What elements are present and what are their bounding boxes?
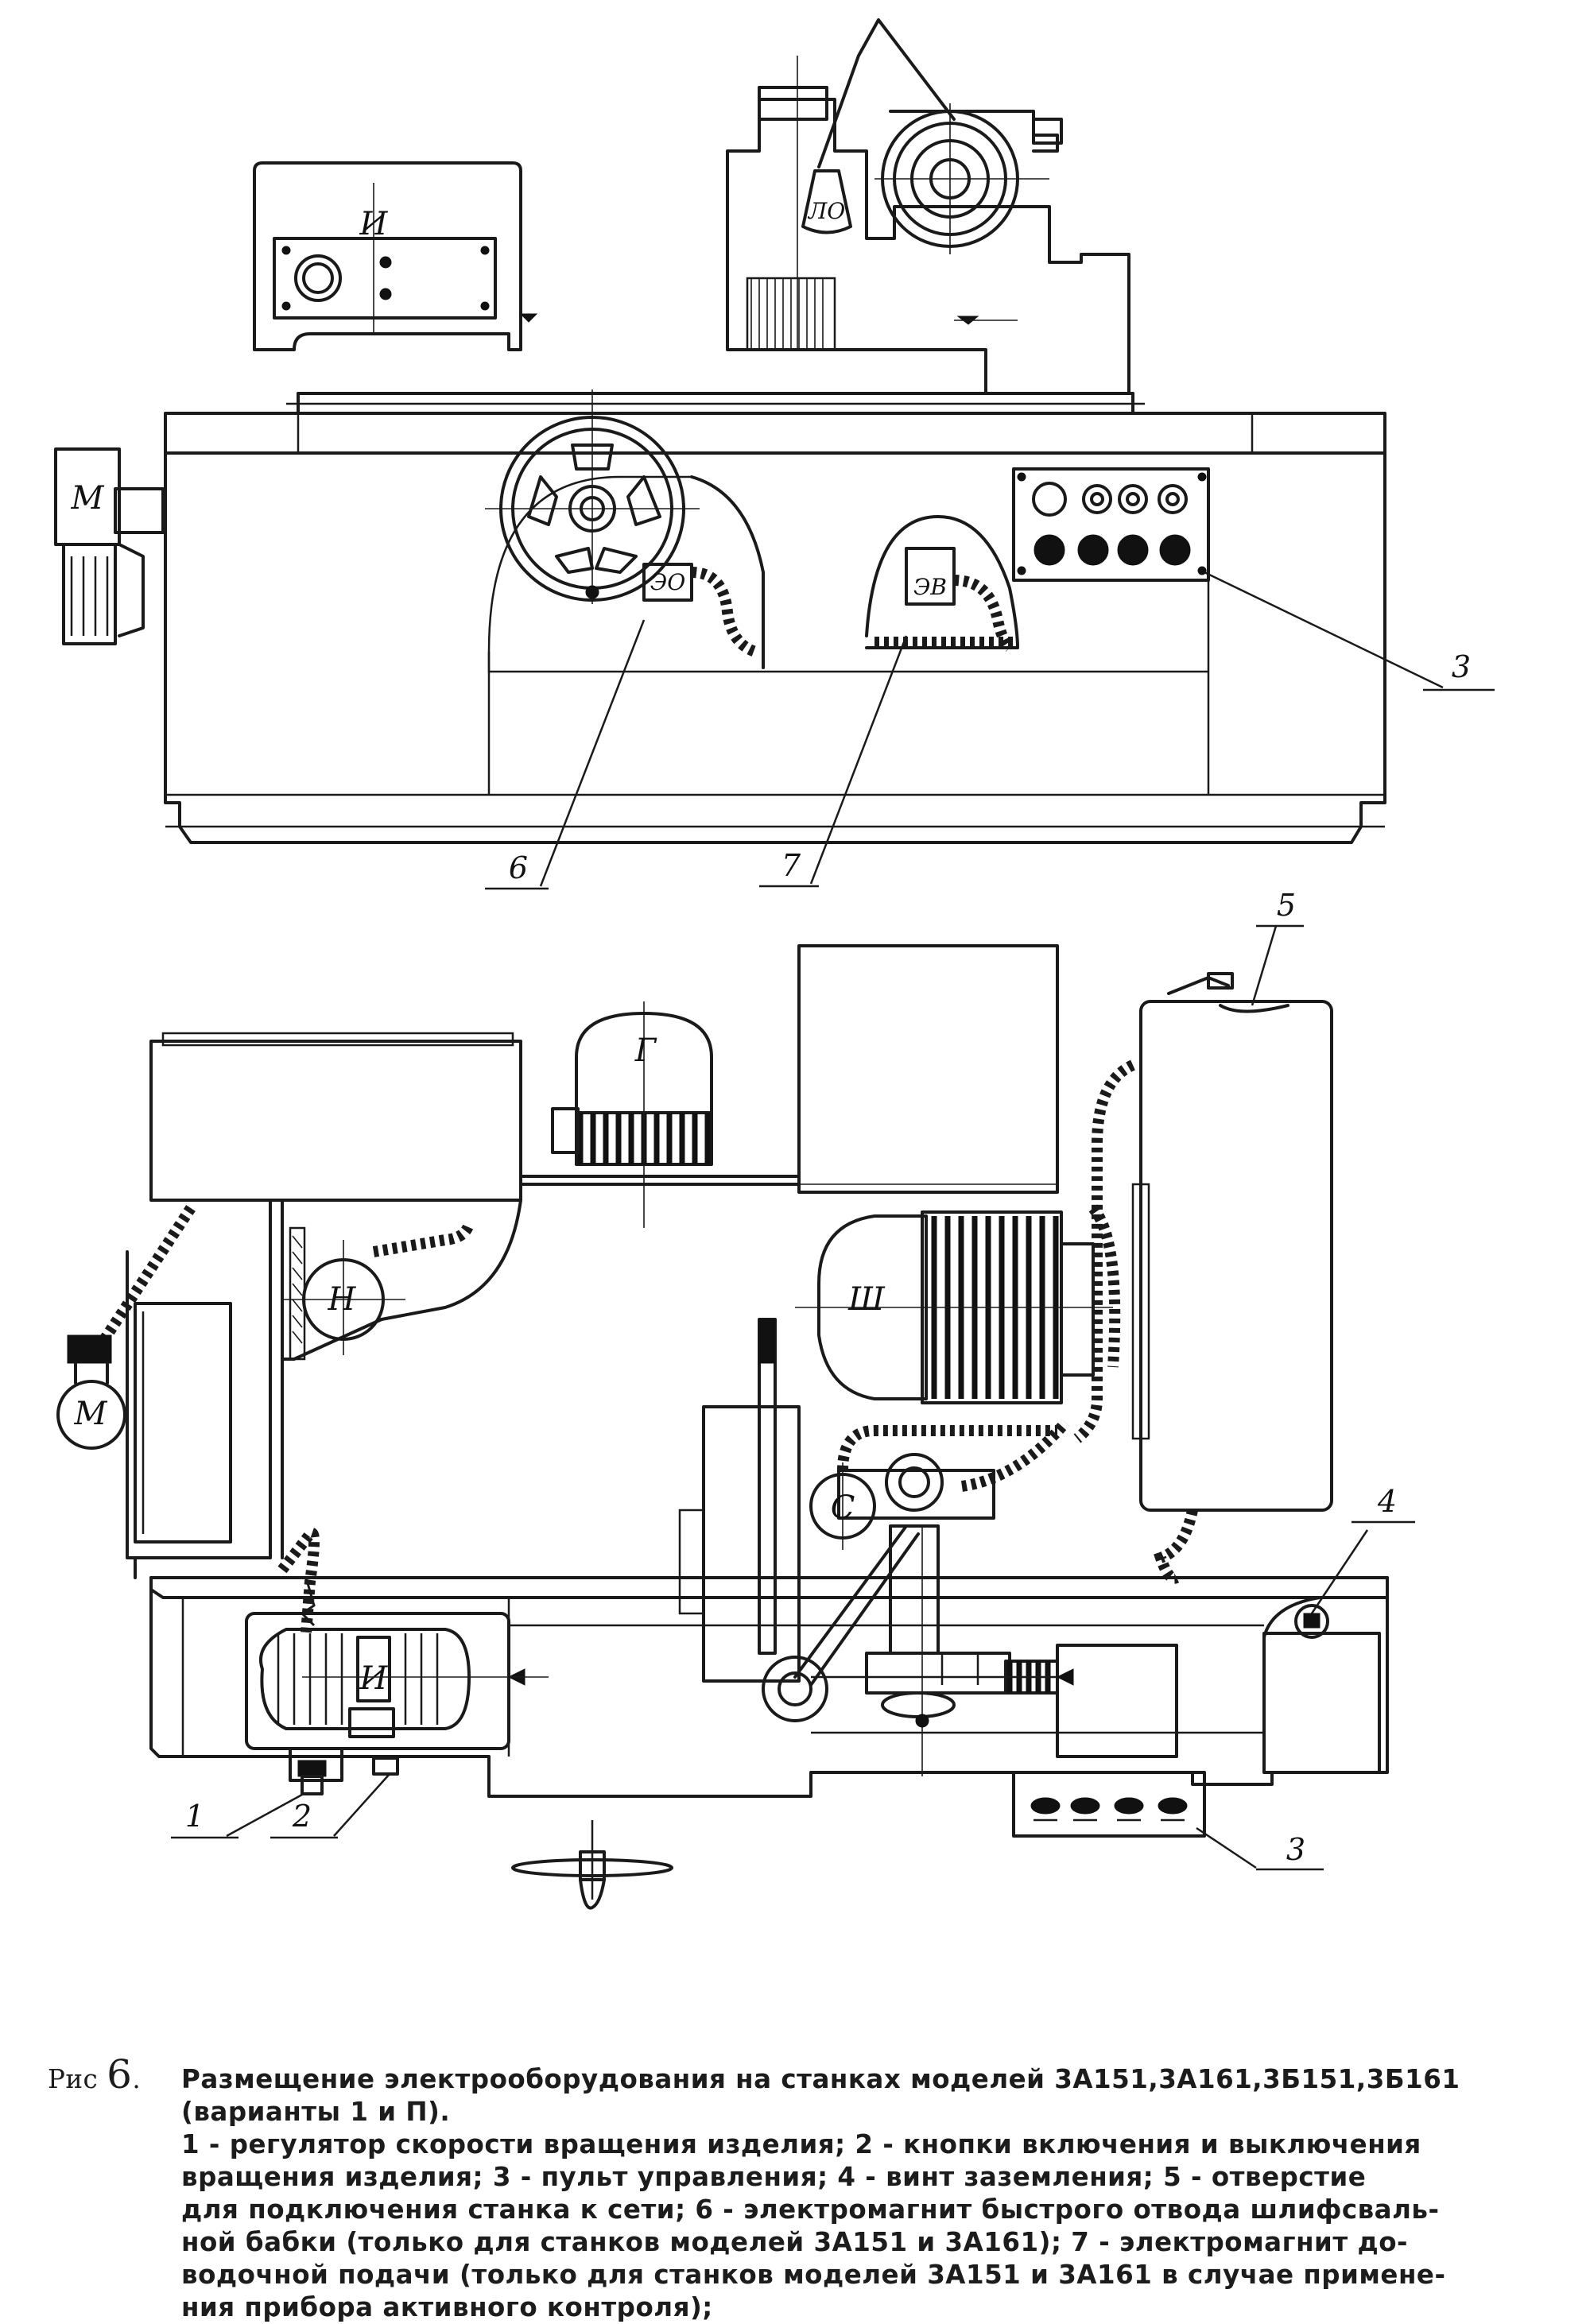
caption-line-4: ной бабки (только для станков моделей 3А…: [181, 2227, 1409, 2257]
caption-line-5: водочной подачи (только для станков моде…: [181, 2260, 1446, 2290]
motor-g: Г: [551, 1001, 713, 1228]
svg-text:6: 6: [509, 850, 528, 885]
svg-text:И: И: [359, 1660, 389, 1697]
handwheel-top: [485, 389, 700, 604]
motor-m-top: М: [54, 447, 165, 645]
control-panel-u: [273, 237, 497, 320]
svg-text:5: 5: [1277, 888, 1296, 923]
caption-prefix: Рис 6.: [48, 2051, 142, 2097]
headstock-body: [253, 161, 522, 351]
callout-1: 1: [171, 1760, 327, 1839]
machine-base-plan: [149, 1576, 1389, 1798]
label-m-top: М: [71, 480, 105, 517]
svg-text:М: М: [74, 1396, 108, 1432]
caption-line-3: для подключения станка к сети; 6 - элект…: [181, 2194, 1440, 2225]
callout-6: 6: [485, 619, 646, 890]
electrical-cabinet: [1139, 1000, 1333, 1512]
caption-line-1: 1 - регулятор скорости вращения изделия;…: [181, 2129, 1421, 2159]
callout-7: 7: [759, 635, 908, 888]
svg-text:1: 1: [185, 1799, 204, 1834]
callout-3-top: 3: [1204, 571, 1495, 691]
callout-2: 2: [270, 1757, 399, 1839]
label-eo: ЭО: [650, 569, 685, 595]
workhead-u-plan: И: [245, 1612, 549, 1782]
svg-text:3: 3: [1286, 1832, 1305, 1867]
caption-title-row: Рис 6. Размещение электрооборудования на …: [48, 2051, 1558, 2097]
svg-text:Ш: Ш: [847, 1281, 886, 1318]
caption-variants: (варианты 1 и П).: [181, 2097, 451, 2127]
svg-text:7: 7: [781, 848, 801, 883]
svg-text:4: 4: [1377, 1484, 1397, 1519]
top-view: И ЛО: [54, 18, 1495, 890]
handwheel-bottom: [511, 1820, 673, 1910]
motor-m-plan: М: [56, 1334, 126, 1450]
motor-s: С: [809, 1462, 876, 1550]
cabinet-left: [149, 1040, 522, 1202]
caption-line-6: ния прибора активного контроля);: [181, 2292, 713, 2322]
svg-text:Г: Г: [634, 1032, 657, 1069]
lamp-lo: [801, 169, 852, 234]
caption-line-2: вращения изделия; 3 - пульт управления; …: [181, 2162, 1367, 2192]
figure-number: 6: [107, 2051, 133, 2097]
caption-title: Размещение электрооборудования на станка…: [181, 2064, 1460, 2094]
svg-text:Н: Н: [328, 1281, 357, 1318]
spindle-motor-sh: Ш: [795, 1210, 1113, 1404]
pump-n: Н: [282, 1240, 405, 1355]
control-panel-3-bottom: 3: [1012, 1771, 1324, 1871]
svg-text:3: 3: [1452, 649, 1471, 684]
callout-5: 5: [1251, 888, 1304, 1006]
control-panel-3-top: [1012, 467, 1210, 582]
label-lo: ЛО: [807, 198, 845, 224]
figure-caption: Рис 6. Размещение электрооборудования на …: [48, 2051, 1558, 2324]
column-box: [797, 944, 1059, 1194]
bottom-view: Н М Г Ш: [56, 888, 1415, 1910]
machine-bed: [164, 451, 1386, 844]
svg-text:2: 2: [292, 1799, 312, 1834]
svg-text:С: С: [831, 1489, 855, 1526]
label-ev: ЭВ: [913, 574, 947, 600]
technical-drawing: И ЛО: [54, 18, 1495, 1910]
callout-4: 4: [1262, 1484, 1415, 1774]
solenoid-eo: [642, 563, 693, 602]
